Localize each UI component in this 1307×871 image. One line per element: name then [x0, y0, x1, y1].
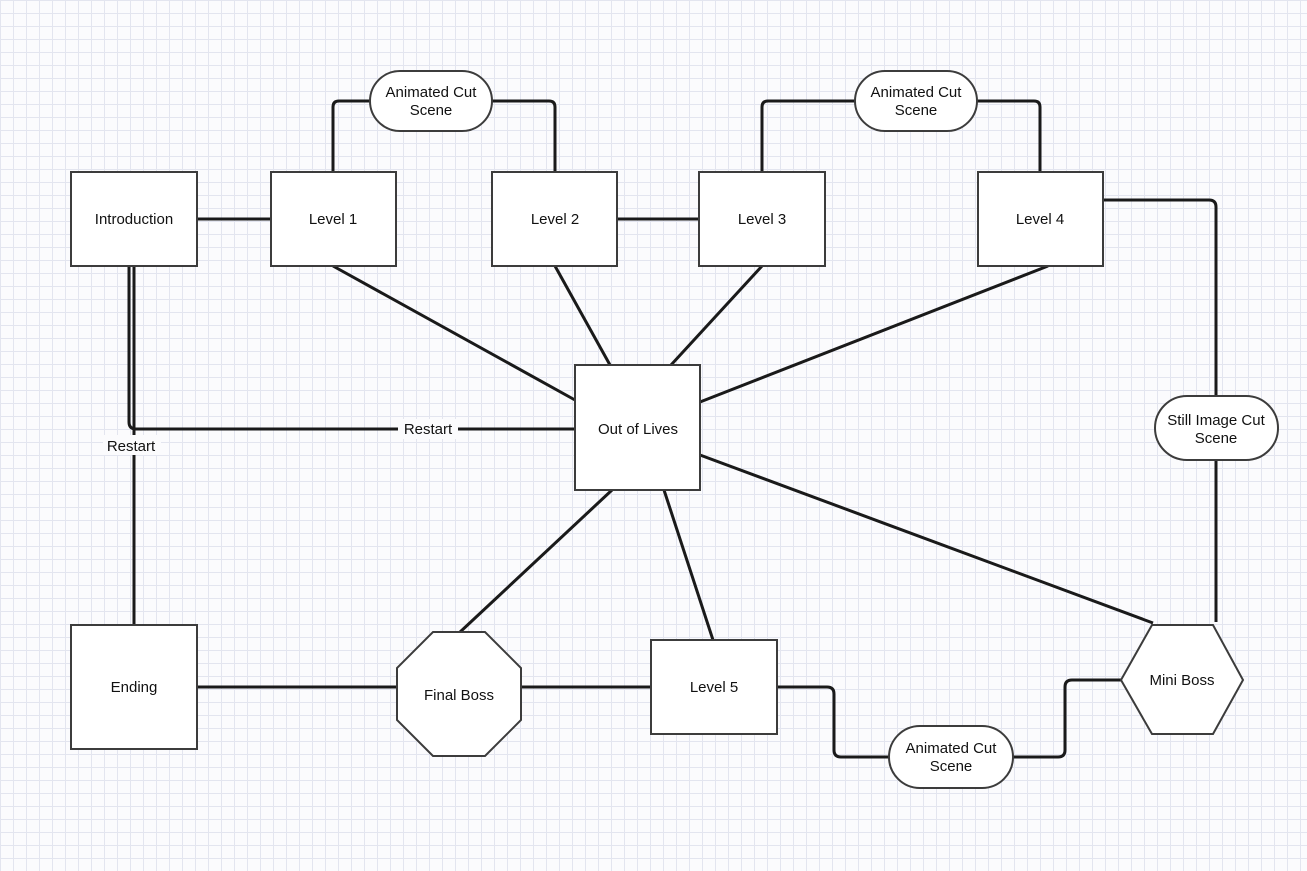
node-still-image-cutscene-line2: Scene	[1195, 430, 1238, 447]
node-level1: Level 1	[270, 171, 397, 267]
node-cutscene-top-right: Animated Cut Scene	[854, 70, 978, 132]
node-cutscene-top-right-line1: Animated Cut	[871, 84, 963, 101]
node-cutscene-top-left-line1: Animated Cut	[386, 84, 478, 101]
edge-level1-cutscene-top-left	[331, 99, 370, 172]
node-still-image-cutscene-line1: Still Image Cut	[1167, 412, 1265, 429]
node-cutscene-bottom-line1: Animated Cut	[906, 740, 998, 757]
edge-cutscene-top-left-level2	[492, 99, 557, 172]
node-mini-boss-label: Mini Boss	[1149, 672, 1214, 689]
edge-level1-out-of-lives	[332, 264, 576, 402]
restart-label-horizontal: Restart	[398, 419, 458, 439]
node-level5-label: Level 5	[690, 679, 738, 696]
node-cutscene-top-left-line2: Scene	[410, 102, 453, 119]
node-final-boss-label: Final Boss	[424, 687, 494, 704]
restart-label-vertical: Restart	[103, 435, 161, 455]
node-mini-boss: Mini Boss	[1119, 624, 1245, 735]
node-cutscene-top-right-line2: Scene	[895, 102, 938, 119]
node-cutscene-bottom: Animated Cut Scene	[888, 725, 1014, 789]
edge-out-of-lives-level5	[662, 489, 715, 641]
edge-level3-cutscene-top-right	[760, 99, 855, 172]
node-ending-label: Ending	[111, 679, 158, 696]
edge-level2-out-of-lives	[553, 265, 612, 366]
node-introduction: Introduction	[70, 171, 198, 267]
edge-out-of-lives-final-boss	[457, 488, 614, 635]
edge-level4-out-of-lives	[699, 264, 1049, 404]
node-cutscene-bottom-line2: Scene	[930, 758, 973, 775]
edge-out-of-lives-introduction-restart	[127, 266, 575, 431]
node-level3-label: Level 3	[738, 211, 786, 228]
node-final-boss: Final Boss	[396, 631, 522, 757]
node-level2: Level 2	[491, 171, 618, 267]
node-still-image-cutscene: Still Image Cut Scene	[1154, 395, 1279, 461]
restart-label-vertical-text: Restart	[107, 438, 156, 455]
node-level4: Level 4	[977, 171, 1104, 267]
node-level3: Level 3	[698, 171, 826, 267]
node-level1-label: Level 1	[309, 211, 357, 228]
node-cutscene-top-left: Animated Cut Scene	[369, 70, 493, 132]
node-out-of-lives: Out of Lives	[574, 364, 701, 491]
node-level4-label: Level 4	[1016, 211, 1064, 228]
node-introduction-label: Introduction	[95, 211, 173, 228]
edge-level3-out-of-lives	[669, 264, 764, 367]
edge-cutscene-top-right-level4	[977, 99, 1042, 172]
edge-level4-still-cutscene	[1103, 198, 1218, 396]
edge-level5-cutscene-bottom	[777, 685, 889, 759]
node-level2-label: Level 2	[531, 211, 579, 228]
node-out-of-lives-label: Out of Lives	[598, 421, 678, 438]
restart-label-horizontal-text: Restart	[404, 421, 453, 438]
node-level5: Level 5	[650, 639, 778, 735]
edge-out-of-lives-mini-boss	[699, 453, 1154, 625]
node-ending: Ending	[70, 624, 198, 750]
edge-cutscene-bottom-mini-boss	[1013, 678, 1121, 759]
